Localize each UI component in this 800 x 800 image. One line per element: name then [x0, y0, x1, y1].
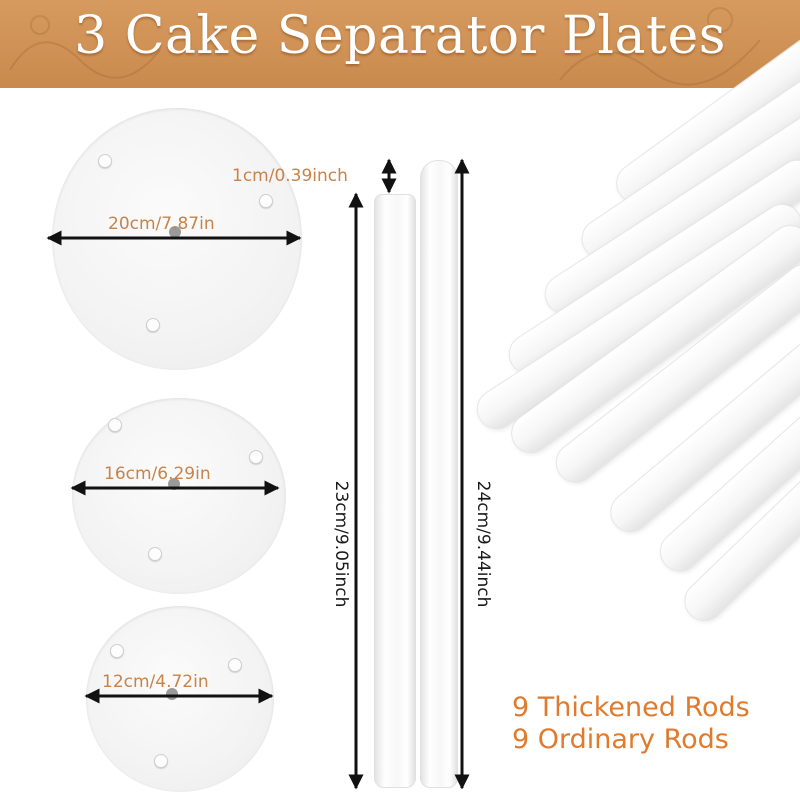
plate-medium — [72, 398, 286, 594]
peg — [228, 658, 242, 672]
peg — [148, 547, 162, 561]
peg — [98, 154, 112, 168]
banner-pattern — [9, 7, 761, 86]
peg — [146, 318, 160, 332]
peg — [110, 644, 124, 658]
ordinary-rod — [374, 194, 416, 788]
thickened-rods-count: 9 Thickened Rods — [512, 692, 750, 723]
title-banner: 3 Cake Separator Plates — [0, 0, 800, 88]
rod-diameter-label: 1cm/0.39inch — [232, 166, 348, 186]
peg — [108, 418, 122, 432]
ordinary-rods-count: 9 Ordinary Rods — [512, 724, 729, 755]
page-title: 3 Cake Separator Plates — [74, 6, 726, 66]
thickened-rod-length-label: 24cm/9.44inch — [473, 480, 493, 608]
plate-small-size-label: 12cm/4.72in — [102, 672, 209, 692]
plate-medium-size-label: 16cm/6.29in — [104, 464, 211, 484]
peg — [154, 754, 168, 768]
thickened-rod — [420, 160, 458, 788]
peg — [259, 194, 273, 208]
ordinary-rod-length-label: 23cm/9.05inch — [331, 480, 351, 608]
plate-large-size-label: 20cm/7.87in — [108, 214, 215, 234]
peg — [249, 450, 263, 464]
